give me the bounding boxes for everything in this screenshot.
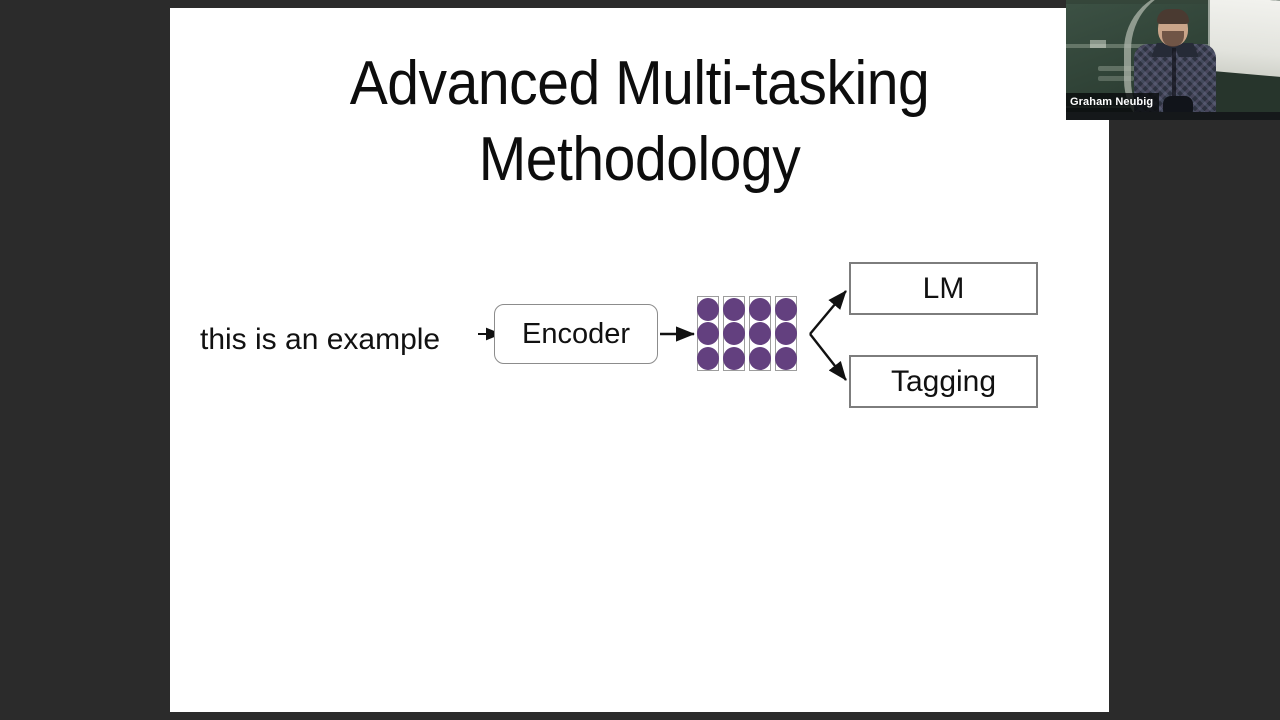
vector-cell [697, 346, 719, 370]
vector-dot-icon [697, 297, 719, 321]
diagram-input-text: this is an example [200, 323, 441, 356]
vector-dot-icon [775, 346, 797, 370]
task-node-tagging-label: Tagging [890, 364, 997, 398]
vector-column [775, 296, 797, 371]
hidden-vector-grid [697, 296, 797, 371]
vector-column [723, 296, 745, 371]
arrow-vectors-to-lm [809, 290, 847, 335]
vector-dot-icon [723, 322, 745, 345]
encoder-node: Encoder [494, 304, 658, 364]
encoder-node-label: Encoder [521, 318, 630, 350]
task-node-tagging: Tagging [849, 355, 1038, 408]
vector-cell [775, 346, 797, 370]
slide-canvas: Advanced Multi-tasking Methodology this [170, 8, 1109, 712]
vector-dot-icon [775, 322, 797, 345]
vector-dot-icon [749, 322, 771, 345]
vector-cell [723, 322, 745, 346]
vector-cell [775, 297, 797, 321]
vector-dot-icon [775, 297, 797, 321]
vector-cell [723, 346, 745, 370]
vector-dot-icon [749, 346, 771, 370]
vector-cell [723, 297, 745, 321]
presenter-hair [1157, 9, 1189, 24]
multitask-architecture-diagram: this is an example Encoder [170, 8, 1109, 712]
vector-cell [697, 322, 719, 346]
chalkboard-eraser [1090, 40, 1106, 48]
presenter-name-label: Graham Neubig [1066, 93, 1160, 112]
webcam-bottom-bar [1066, 112, 1280, 120]
vector-dot-icon [697, 346, 719, 370]
vector-column [749, 296, 771, 371]
task-node-lm: LM [849, 262, 1038, 315]
vector-cell [749, 322, 771, 346]
vector-cell [749, 346, 771, 370]
vector-dot-icon [723, 297, 745, 321]
vector-cell [697, 297, 719, 321]
presenter-beard [1162, 31, 1184, 47]
vector-dot-icon [697, 322, 719, 345]
chalkboard-writing [1098, 76, 1134, 81]
webcam-video-frame: Graham Neubig [1066, 0, 1280, 120]
presenter-shirt-placket [1172, 48, 1176, 120]
vector-cell [775, 322, 797, 346]
task-node-lm-label: LM [922, 271, 965, 305]
vector-column [697, 296, 719, 371]
arrow-vectors-to-tagging [809, 333, 847, 381]
slide-title: Advanced Multi-tasking Methodology [349, 49, 930, 194]
vector-dot-icon [749, 297, 771, 321]
presenter-webcam-overlay: Graham Neubig [1066, 0, 1280, 120]
room-arch-trim [1124, 0, 1244, 120]
chalkboard-writing [1098, 66, 1142, 71]
vector-cell [749, 297, 771, 321]
vector-dot-icon [723, 346, 745, 370]
